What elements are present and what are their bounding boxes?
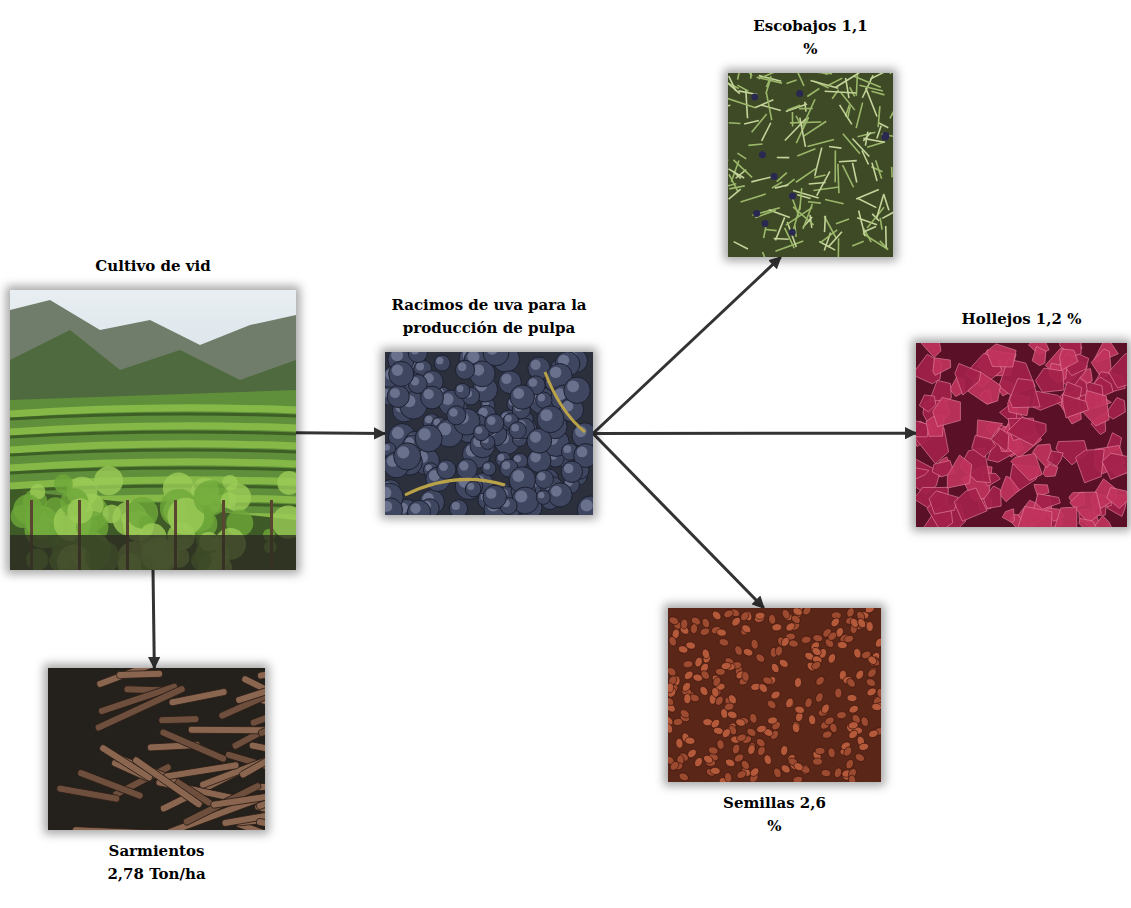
node-label: Semillas 2,6 % xyxy=(715,792,835,839)
photo-node: Hollejos 1,2 % xyxy=(916,343,1127,527)
flow-arrow xyxy=(593,257,781,434)
flow-arrow xyxy=(296,431,385,435)
flow-arrow xyxy=(153,570,154,668)
photo-node: Escobajos 1,1 % xyxy=(728,73,893,257)
photo-illustration xyxy=(916,343,1127,527)
photo-illustration xyxy=(668,608,881,782)
node-label: Sarmientos 2,78 Ton/ha xyxy=(92,840,222,887)
node-label: Escobajos 1,1 % xyxy=(751,15,871,62)
flow-arrow xyxy=(593,432,916,435)
photo-illustration xyxy=(48,668,265,830)
photo-illustration xyxy=(728,73,893,257)
photo-node: Cultivo de vid xyxy=(10,290,296,570)
photo-illustration xyxy=(385,352,593,515)
photo-illustration xyxy=(10,290,296,570)
node-label: Cultivo de vid xyxy=(13,255,293,278)
flow-arrow xyxy=(593,434,764,609)
photo-node: Racimos de uva para la producción de pul… xyxy=(385,352,593,515)
node-label: Hollejos 1,2 % xyxy=(962,308,1082,331)
node-label: Racimos de uva para la producción de pul… xyxy=(369,294,609,341)
photo-node: Sarmientos 2,78 Ton/ha xyxy=(48,668,265,830)
photo-node: Semillas 2,6 % xyxy=(668,608,881,782)
